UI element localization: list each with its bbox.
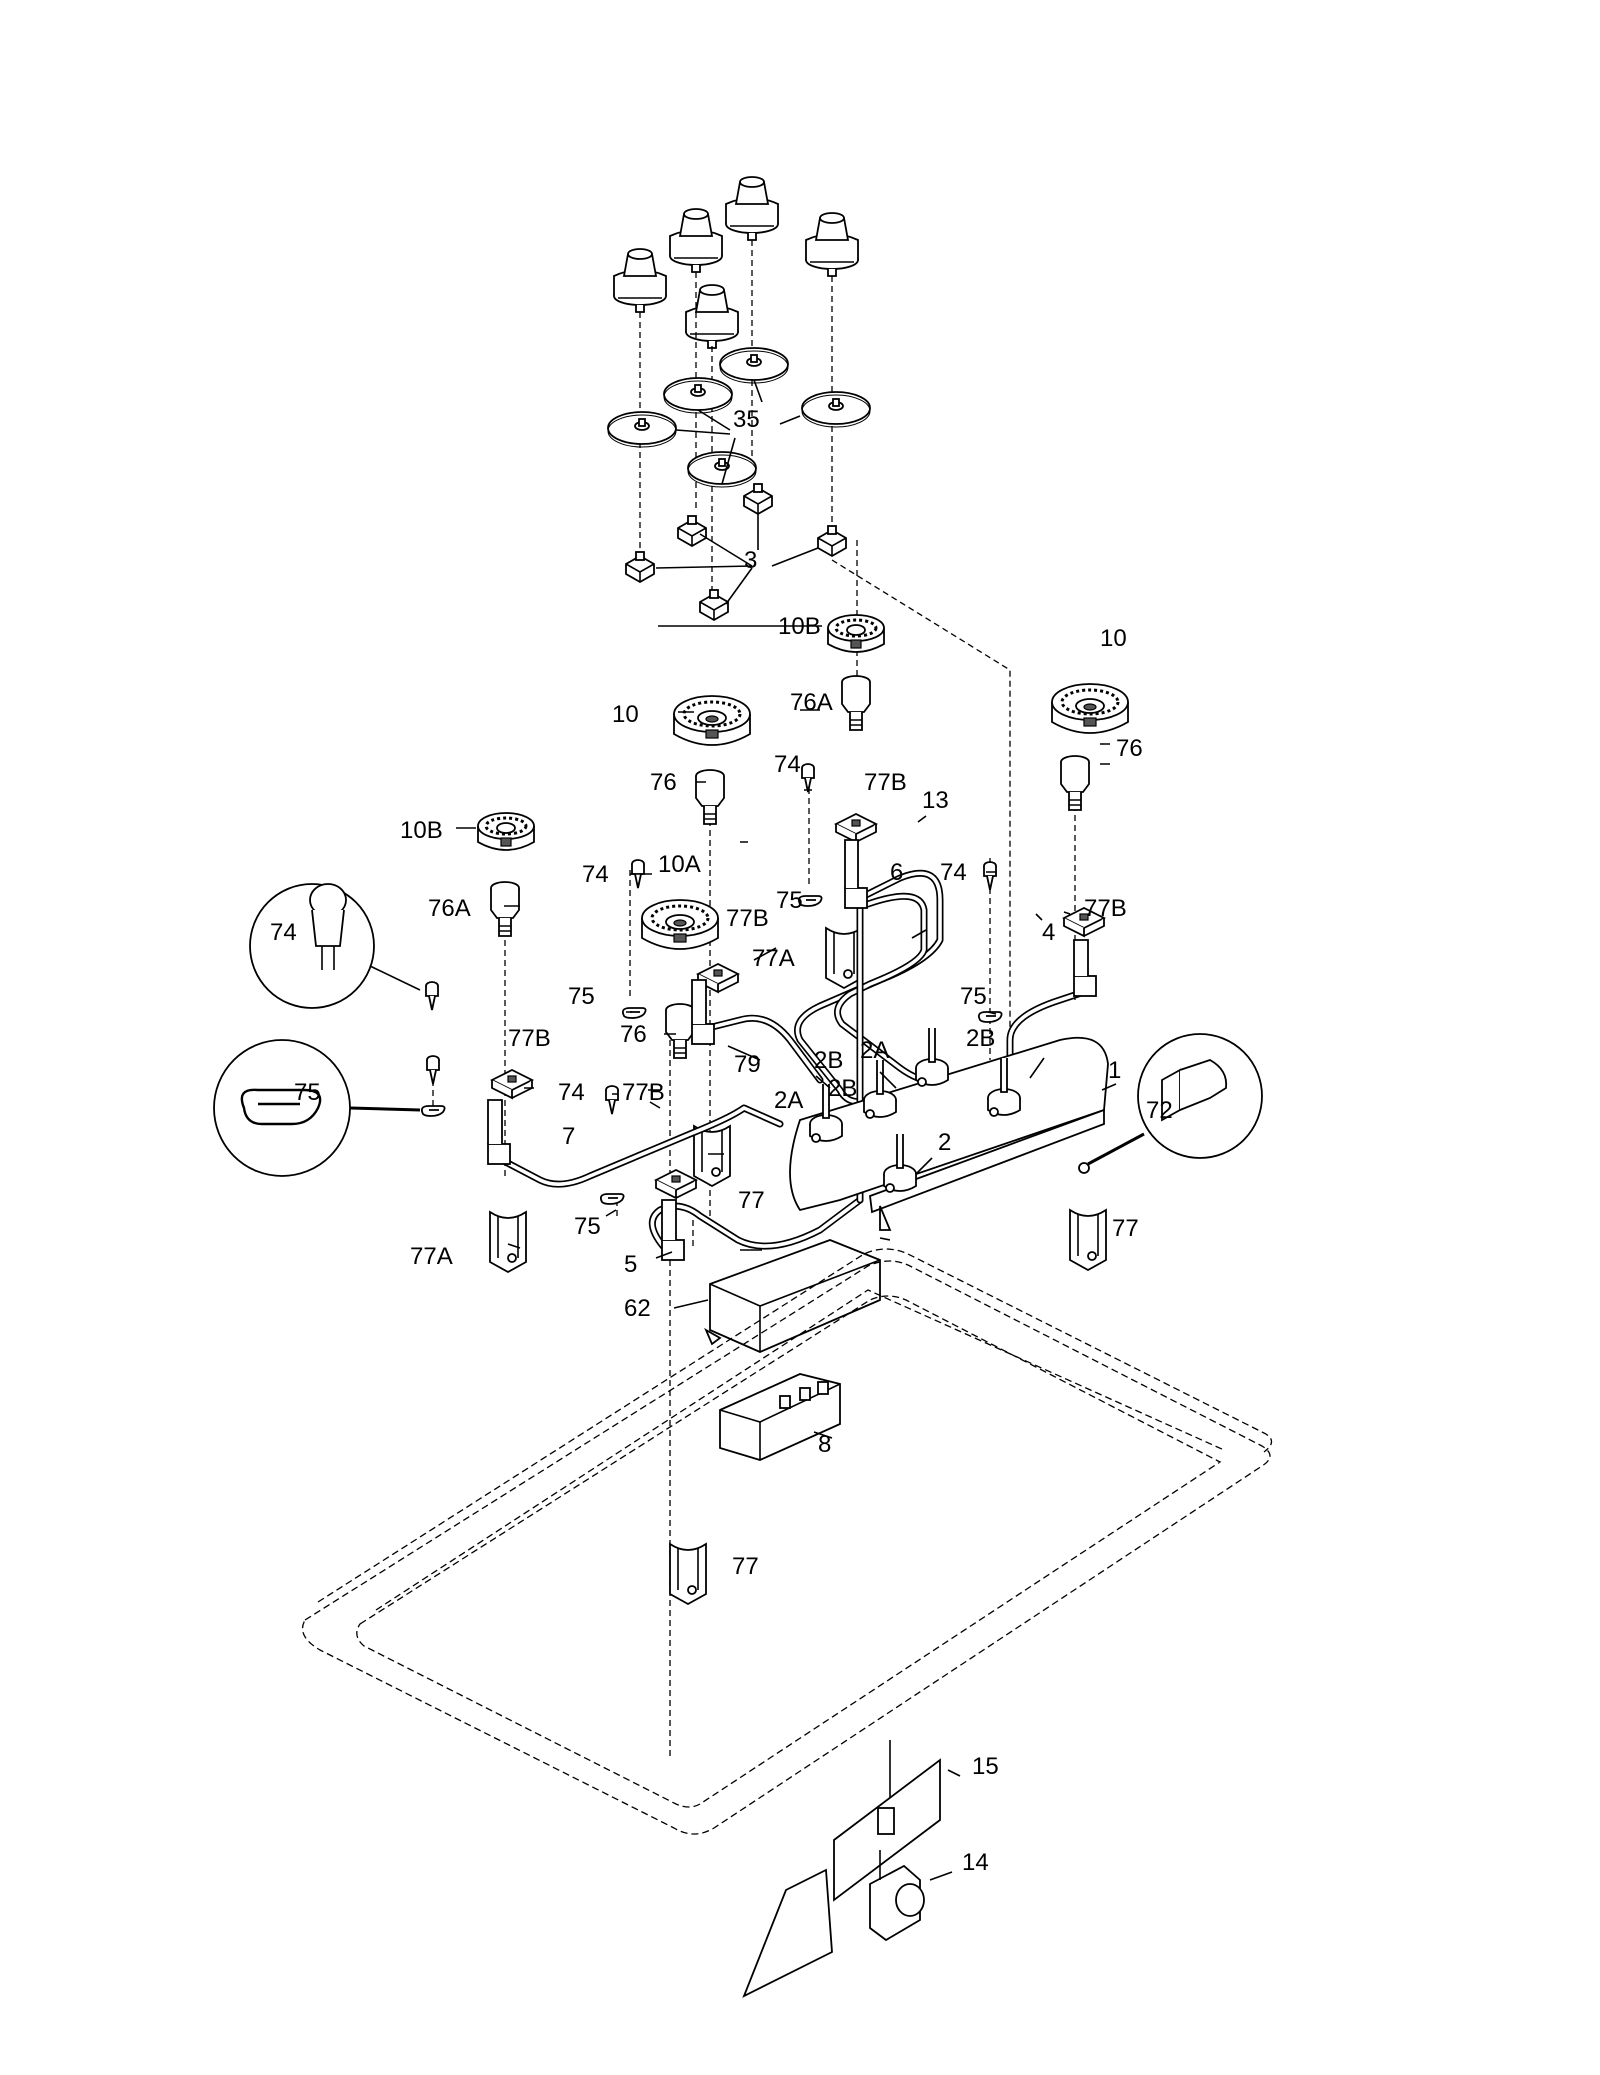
- regulator-assembly: [742, 1740, 941, 1998]
- callout-10b-top: 10B: [778, 613, 821, 640]
- callout-6: 6: [890, 859, 903, 886]
- detail-clip: [213, 1039, 421, 1177]
- callout-10b-left: 10B: [400, 817, 443, 844]
- callout-74-b: 74: [582, 861, 609, 888]
- detail-igniter: [249, 883, 439, 1011]
- spark-module: [704, 1239, 881, 1353]
- callout-2b-a: 2B: [814, 1047, 843, 1074]
- callout-10-mid: 10: [612, 701, 639, 728]
- callout-75-a: 75: [776, 887, 803, 914]
- callout-15: 15: [972, 1753, 999, 1780]
- callout-75-detail: 75: [294, 1079, 321, 1106]
- callout-10-right: 10: [1100, 625, 1127, 652]
- callout-5: 5: [624, 1251, 637, 1278]
- callout-13: 13: [922, 787, 949, 814]
- callout-77-a: 77: [738, 1187, 765, 1214]
- callout-77a-a: 77A: [752, 945, 795, 972]
- switch-clips: [625, 483, 847, 621]
- callout-74-d: 74: [558, 1079, 585, 1106]
- callout-75-c: 75: [960, 983, 987, 1010]
- callout-10a: 10A: [658, 851, 701, 878]
- callout-2a-b: 2A: [774, 1087, 803, 1114]
- callout-74-a: 74: [774, 751, 801, 778]
- callout-35: 35: [733, 406, 760, 433]
- callout-77-b: 77: [1112, 1215, 1139, 1242]
- callout-77b-b: 77B: [726, 905, 769, 932]
- callout-72: 72: [1146, 1097, 1173, 1124]
- callout-77b-a: 77B: [864, 769, 907, 796]
- switch-box: [719, 1373, 841, 1461]
- callout-3: 3: [744, 547, 757, 574]
- callout-77b-d: 77B: [508, 1025, 551, 1052]
- callout-79: 79: [734, 1051, 761, 1078]
- callout-77-c: 77: [732, 1553, 759, 1580]
- callout-75-b: 75: [568, 983, 595, 1010]
- callout-62: 62: [624, 1295, 651, 1322]
- callout-14: 14: [962, 1849, 989, 1876]
- callout-75-d: 75: [574, 1213, 601, 1240]
- callout-76a-top: 76A: [790, 689, 833, 716]
- callout-7: 7: [562, 1123, 575, 1150]
- burner-box-tray: [301, 1248, 1273, 1835]
- callout-8: 8: [818, 1431, 831, 1458]
- callout-74-detail: 74: [270, 919, 297, 946]
- callout-76a-left: 76A: [428, 895, 471, 922]
- burner-knobs: [613, 176, 859, 349]
- callout-77b-e: 77B: [622, 1079, 665, 1106]
- callout-2: 2: [938, 1129, 951, 1156]
- callout-4: 4: [1042, 919, 1055, 946]
- callout-76-low: 76: [620, 1021, 647, 1048]
- leader-lines: [456, 625, 1117, 1881]
- callout-1: 1: [1108, 1057, 1121, 1084]
- callout-2b-b: 2B: [966, 1025, 995, 1052]
- callout-77b-c: 77B: [1084, 895, 1127, 922]
- callout-labels: 35 3 10B 10 76A 10 74 76 76 77B 13 10B 7…: [270, 406, 1173, 1876]
- manifold: [789, 1036, 1109, 1231]
- detail-screw: [1078, 1033, 1263, 1174]
- callout-2a-a: 2A: [860, 1037, 889, 1064]
- callout-76-right: 76: [1116, 735, 1143, 762]
- callout-2b-c: 2B: [828, 1075, 857, 1102]
- callout-77a-b: 77A: [410, 1243, 453, 1270]
- callout-74-c: 74: [940, 859, 967, 886]
- callout-76-mid: 76: [650, 769, 677, 796]
